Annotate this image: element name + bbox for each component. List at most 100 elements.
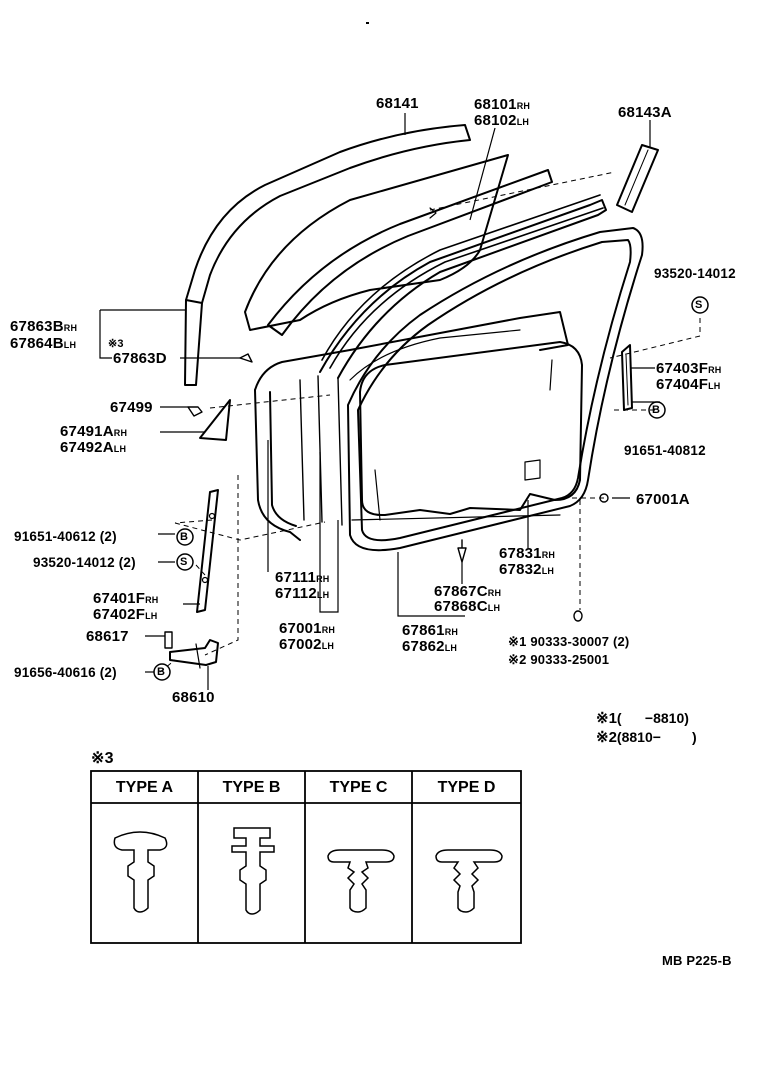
label-93520-b: 93520-14012 (2) [33,555,136,570]
fastener-type-b-icon [231,827,275,915]
note-key-1: ※1 [596,710,617,727]
label-67867C-side: RH [487,588,502,598]
label-67402F-side: LH [145,611,158,621]
part-68610-hinge [164,631,219,669]
label-67863B: 67863BRH [10,318,77,337]
figure-code: MB P225-B [662,953,732,968]
label-67861: 67861RH [402,622,458,641]
type-b-header: TYPE B [222,779,281,796]
type-d-header: TYPE D [437,779,496,796]
label-67112-code: 67112 [275,585,317,602]
stray-dot [366,22,369,24]
label-67832-side: LH [541,566,555,576]
door-inner-panel [359,341,583,521]
label-68101-side: RH [516,101,531,111]
label-67001-code: 67001 [279,620,322,637]
label-67001: 67001RH [279,620,335,639]
callout-circles [153,296,709,681]
label-67111-side: RH [316,574,330,584]
label-93520-a: 93520-14012 [654,266,736,281]
label-67491A-side: RH [113,428,128,438]
label-67868C-code: 67868C [434,598,488,615]
part-67867C-pin [457,539,467,563]
label-68102-side: LH [516,117,530,127]
type-a-header: TYPE A [115,779,174,796]
label-note-1: ※1 90333-30007 (2) [508,634,630,649]
part-67499-clip [187,406,203,417]
label-67111-code: 67111 [275,569,317,586]
label-67002-side: LH [321,641,335,651]
callout-b-left-1: B [180,531,189,543]
dashed-guides [159,171,701,673]
label-67402F-code: 67402F [93,606,146,623]
fastener-type-d-icon [435,849,503,913]
label-67404F: 67404FLH [656,376,720,395]
leader-lines [99,113,660,690]
callout-s-right: S [695,299,703,311]
label-67403F-side: RH [708,365,722,375]
part-67491A-piece [199,399,231,441]
types-table-marker: ※3 [91,750,114,767]
label-67832-code: 67832 [499,561,542,578]
label-67401F: 67401FRH [93,590,158,609]
part-68141-run-channel [184,124,471,386]
glass-run-rails [321,194,604,369]
label-68101: 68101RH [474,96,530,115]
label-67831-code: 67831 [499,545,542,562]
label-67112: 67112LH [275,585,329,604]
label-67401F-code: 67401F [93,590,146,607]
label-67404F-code: 67404F [656,376,709,393]
type-c-header: TYPE C [329,779,388,796]
label-67831: 67831RH [499,545,555,564]
label-67492A: 67492ALH [60,439,126,458]
label-67499: 67499 [110,399,153,416]
label-67862-side: LH [444,643,458,653]
label-68101-code: 68101 [474,96,517,113]
note-range-1: ※1( −8810) [596,709,689,727]
label-67404F-side: LH [708,381,721,391]
door-frame [254,199,607,541]
label-67112-side: LH [316,590,330,600]
note-key-2: ※2 [596,729,617,746]
label-67111: 67111RH [275,569,329,588]
note-value-1: ( −8810) [616,710,689,726]
label-67867C-code: 67867C [434,583,488,600]
label-star3-small: ※3 [108,338,124,350]
label-67491A-code: 67491A [60,423,114,440]
label-68102: 68102LH [474,112,529,131]
label-67001-side: RH [321,625,336,635]
callout-b-left-2: B [157,666,166,678]
label-67868C: 67868CLH [434,598,500,617]
label-note-2: ※2 90333-25001 [508,652,610,667]
label-67862-code: 67862 [402,638,445,655]
label-68610: 68610 [172,689,215,706]
part-67863D-clip [239,353,253,363]
callout-s-left: S [180,556,188,568]
note-range-2: ※2(8810− ) [596,728,697,746]
note-value-2: (8810− ) [616,729,697,745]
label-67862: 67862LH [402,638,457,657]
label-67863B-code: 67863B [10,318,64,335]
label-91651-a: 91651-40812 [624,443,706,458]
part-67863B-weatherstrip [267,169,553,336]
label-67403F: 67403FRH [656,360,721,379]
label-91651-b: 91651-40612 (2) [14,529,117,544]
label-67867C: 67867CRH [434,583,501,602]
label-67864B-code: 67864B [10,335,64,352]
label-67002: 67002LH [279,636,334,655]
label-68617: 68617 [86,628,129,645]
types-table [90,770,522,944]
label-68143A: 68143A [618,104,672,121]
label-67401F-side: RH [145,595,159,605]
label-67861-side: RH [444,627,459,637]
label-67491A: 67491ARH [60,423,127,442]
label-67863D: 67863D [113,350,167,367]
label-68141: 68141 [376,95,419,112]
label-67002-code: 67002 [279,636,322,653]
part-68143A-garnish [616,144,659,213]
label-67831-side: RH [541,550,556,560]
callout-b-right: B [652,404,661,416]
part-67861-opening-weatherstrip [347,227,644,552]
label-67001A: 67001A [636,491,690,508]
